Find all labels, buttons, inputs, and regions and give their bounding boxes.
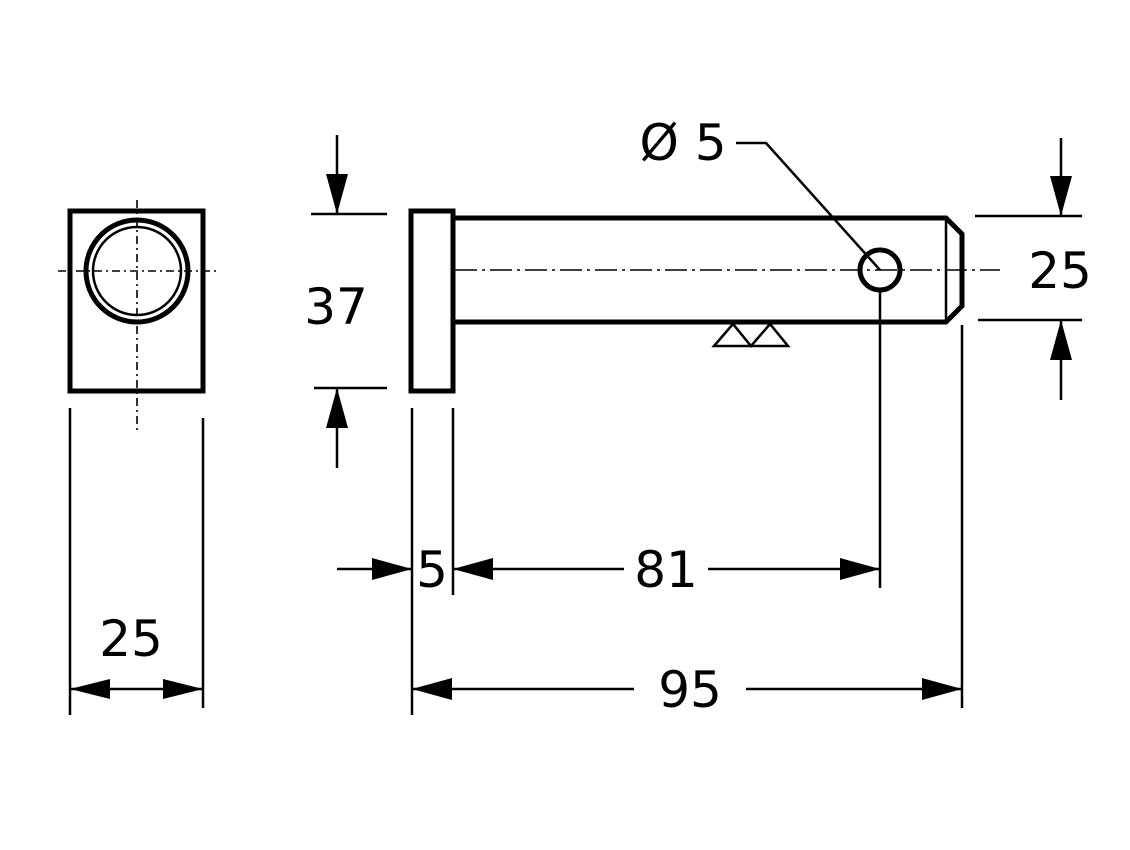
weld-symbol <box>711 322 791 348</box>
head-height-label: 37 <box>304 278 368 336</box>
hole-position-label: 81 <box>634 541 698 599</box>
overall-length-arrow-right <box>922 678 962 700</box>
hole-diameter-label: Ø 5 <box>639 114 726 172</box>
pin-head <box>408 208 456 394</box>
hole-diameter-leader <box>736 141 881 271</box>
head-thickness-label: 5 <box>416 541 448 599</box>
end-view-arrow-left <box>70 679 110 699</box>
overall-length-arrow-left <box>412 678 452 700</box>
head-height-arrow-bottom <box>326 388 348 428</box>
side-view: 37 25 Ø 5 5 81 95 <box>304 114 1092 719</box>
head-thickness-arrow <box>372 558 412 580</box>
hole-position-arrow-left <box>453 558 493 580</box>
hole-position-arrow-right <box>840 558 880 580</box>
shaft-diameter-label: 25 <box>1028 242 1092 300</box>
end-view: 25 <box>58 200 218 715</box>
head-height-arrow-top <box>326 174 348 214</box>
shaft-diameter-arrow-bottom <box>1050 320 1072 360</box>
overall-length-label: 95 <box>658 661 722 719</box>
end-view-arrow-right <box>163 679 203 699</box>
end-view-width-label: 25 <box>99 610 163 668</box>
end-view-body <box>67 208 206 394</box>
shaft-diameter-arrow-top <box>1050 176 1072 216</box>
